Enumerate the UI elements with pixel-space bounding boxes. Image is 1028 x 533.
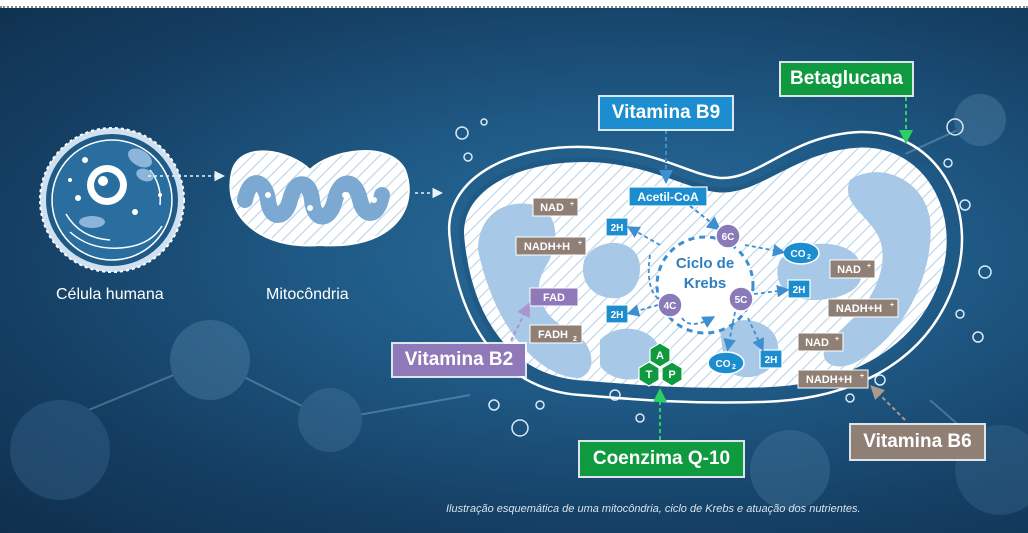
svg-text:CO: CO [716, 359, 731, 370]
svg-text:+: + [835, 336, 839, 343]
vitamin-b6-tag: Vitamina B6 [851, 425, 984, 459]
atp-p: P [668, 369, 675, 381]
h2-box-right: 2H [787, 279, 811, 299]
svg-text:NAD: NAD [837, 264, 861, 276]
cell-caption: Célula humana [56, 286, 164, 303]
svg-text:NADH+H: NADH+H [806, 374, 852, 386]
atp-t: T [646, 369, 653, 381]
atp-a: A [656, 350, 664, 362]
betaglucana-tag: Betaglucana [781, 63, 912, 95]
nad-box-bottom-right: NAD + [797, 332, 844, 352]
fad-box: FAD [529, 287, 579, 307]
nad-box-right: NAD + [829, 259, 876, 279]
carbon-4c: 4C [657, 292, 683, 318]
fadh2-box: FADH 2 [529, 324, 583, 344]
svg-text:+: + [578, 240, 582, 247]
h2-box-bottom-right: 2H [759, 349, 783, 369]
nadh-box-bottom-right: NADH+H + [797, 369, 869, 389]
nadh-box-right: NADH+H + [827, 298, 899, 318]
svg-text:2H: 2H [611, 310, 624, 321]
co2-top-right: CO 2 [782, 241, 820, 265]
krebs-cycle: Ciclo de Krebs [655, 235, 755, 335]
svg-text:NAD: NAD [540, 202, 564, 214]
svg-text:+: + [860, 373, 864, 380]
coenzima-q10-tag: Coenzima Q-10 [580, 442, 743, 476]
nad-box-top-left: NAD + [532, 197, 579, 217]
krebs-title-line2: Krebs [684, 275, 727, 292]
svg-text:NADH+H: NADH+H [836, 303, 882, 315]
atp-hexagons: A T P [638, 342, 683, 387]
top-border [0, 0, 1028, 8]
illustration-credit: Ilustração esquemática de uma mitocôndri… [446, 503, 861, 515]
svg-text:2: 2 [732, 364, 736, 371]
bubble-decoration [455, 118, 992, 437]
co2-bottom: CO 2 [707, 351, 745, 375]
svg-text:+: + [570, 201, 574, 208]
svg-text:2: 2 [807, 254, 811, 261]
h2-box-mid-left: 2H [605, 304, 629, 324]
h2-box-top-left: 2H [605, 217, 629, 237]
svg-text:NADH+H: NADH+H [524, 241, 570, 253]
svg-text:6C: 6C [722, 232, 735, 243]
carbon-5c: 5C [728, 286, 754, 312]
svg-text:+: + [890, 302, 894, 309]
svg-text:FAD: FAD [543, 292, 565, 304]
small-mitochondrion [229, 150, 410, 247]
svg-text:2H: 2H [765, 355, 778, 366]
nadh-box-top-left: NADH+H + [515, 236, 587, 256]
svg-text:4C: 4C [664, 301, 677, 312]
cell-illustration [39, 127, 185, 273]
vitamin-b9-tag: Vitamina B9 [600, 97, 732, 129]
krebs-title-line1: Ciclo de [676, 255, 734, 272]
svg-text:2H: 2H [793, 285, 806, 296]
svg-text:2: 2 [573, 336, 577, 343]
svg-text:2H: 2H [611, 223, 624, 234]
carbon-6c: 6C [715, 223, 741, 249]
svg-text:CO: CO [791, 249, 806, 260]
svg-text:FADH: FADH [538, 329, 568, 341]
vitamin-b2-tag: Vitamina B2 [393, 344, 525, 376]
acetyl-coa-label: Acetil-CoA [637, 190, 699, 204]
mitochondria-caption: Mitocôndria [266, 286, 349, 303]
acetyl-coa-box: Acetil-CoA [628, 186, 708, 207]
svg-text:NAD: NAD [805, 337, 829, 349]
svg-text:5C: 5C [735, 295, 748, 306]
svg-text:+: + [867, 263, 871, 270]
